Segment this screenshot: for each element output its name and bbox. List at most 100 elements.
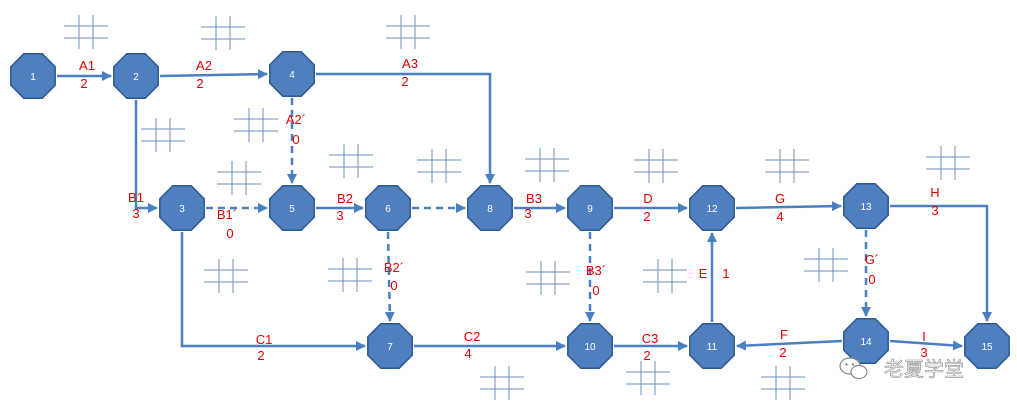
node-15: 15: [964, 323, 1010, 369]
node-5: 5: [269, 185, 315, 231]
node-shape: [689, 323, 735, 369]
node-label: 6: [385, 204, 391, 215]
node-shape: [269, 51, 315, 97]
activity-duration: 2: [80, 76, 87, 91]
hash-mark: [386, 15, 430, 49]
node-label: 3: [179, 204, 185, 215]
edges: [57, 69, 992, 351]
node-shape: [113, 53, 159, 99]
node-11: 11: [689, 323, 735, 369]
node-label: 12: [706, 204, 718, 215]
activity-duration: 2: [643, 209, 650, 224]
node-label: 11: [707, 342, 718, 353]
activity-arrow-n2-n4: [159, 69, 268, 80]
activity-arrow-n13-n15: [890, 204, 992, 322]
activity-duration: 0: [390, 278, 397, 293]
node-shape: [689, 185, 735, 231]
activity-duration: 2: [401, 74, 408, 89]
watermark: 老夏学堂: [839, 357, 964, 381]
hash-mark: [926, 146, 970, 180]
activity-name: B2: [337, 191, 353, 206]
hash-mark: [234, 108, 278, 142]
activity-duration: 3: [931, 203, 938, 218]
node-label: 5: [289, 204, 295, 215]
hash-mark: [765, 149, 809, 183]
hash-marks: [64, 15, 970, 400]
node-2: 2: [113, 53, 159, 99]
activity-duration: 3: [132, 206, 139, 221]
node-13: 13: [843, 183, 889, 229]
activity-name: C3: [642, 331, 659, 346]
activity-name: D: [643, 191, 652, 206]
activity-name: B2´: [384, 260, 404, 275]
activity-name: I: [922, 329, 926, 344]
node-label: 14: [860, 337, 872, 348]
hash-mark: [417, 149, 461, 183]
node-3: 3: [159, 185, 205, 231]
node-label: 9: [587, 204, 593, 215]
activity-duration: 1: [722, 266, 729, 281]
activity-name: C1: [256, 332, 273, 347]
node-shape: [367, 323, 413, 369]
node-shape: [10, 53, 56, 99]
activity-name: G´: [865, 252, 879, 267]
node-9: 9: [567, 185, 613, 231]
node-12: 12: [689, 185, 735, 231]
node-1: 1: [10, 53, 56, 99]
hash-mark: [329, 144, 373, 178]
activity-duration: 2: [196, 76, 203, 91]
hash-mark: [525, 148, 569, 182]
node-shape: [365, 185, 411, 231]
activity-name: B3: [526, 191, 542, 206]
activity-duration: 4: [776, 209, 783, 224]
node-label: 2: [133, 72, 139, 83]
wechat-icon: [839, 357, 868, 380]
activity-arrow-n2-n3: [134, 100, 158, 213]
hash-mark: [201, 16, 245, 50]
hash-mark: [761, 366, 805, 400]
node-shape: [843, 183, 889, 229]
hash-mark: [634, 149, 678, 183]
activity-name: A1: [79, 58, 95, 73]
activity-arrow-n6-n7: [384, 231, 395, 322]
activity-duration: 2: [643, 348, 650, 363]
hash-mark: [804, 248, 848, 282]
activity-name: B3´: [586, 263, 606, 278]
node-label: 10: [584, 342, 596, 353]
node-label: 7: [387, 342, 393, 353]
activity-duration: 0: [226, 226, 233, 241]
activity-arrow-n4-n8: [316, 72, 495, 184]
activity-name: G: [775, 191, 785, 206]
node-8: 8: [467, 185, 513, 231]
hash-mark: [480, 366, 524, 400]
node-shape: [467, 185, 513, 231]
node-label: 13: [860, 202, 872, 213]
hash-mark: [204, 259, 248, 293]
node-shape: [159, 185, 205, 231]
activity-arrow-n3-n7: [180, 232, 366, 351]
node-shape: [843, 318, 889, 364]
node-shape: [269, 185, 315, 231]
activity-duration: 3: [920, 345, 927, 360]
hash-mark: [626, 361, 670, 395]
node-14: 14: [843, 318, 889, 364]
node-shape: [567, 323, 613, 369]
node-shape: [964, 323, 1010, 369]
node-label: 8: [487, 204, 493, 215]
activity-arrow-n12-n13: [735, 201, 842, 212]
activity-duration: 2: [779, 345, 786, 360]
watermark-text: 老夏学堂: [884, 357, 964, 381]
hash-mark: [526, 261, 570, 295]
activity-duration: 0: [292, 132, 299, 147]
hash-mark: [217, 161, 261, 195]
activity-name: E: [699, 266, 708, 281]
node-6: 6: [365, 185, 411, 231]
hash-mark: [643, 259, 687, 293]
node-label: 15: [981, 342, 993, 353]
activity-name: A2´: [286, 112, 306, 127]
activity-duration: 3: [524, 206, 531, 221]
node-label: 1: [30, 72, 36, 83]
